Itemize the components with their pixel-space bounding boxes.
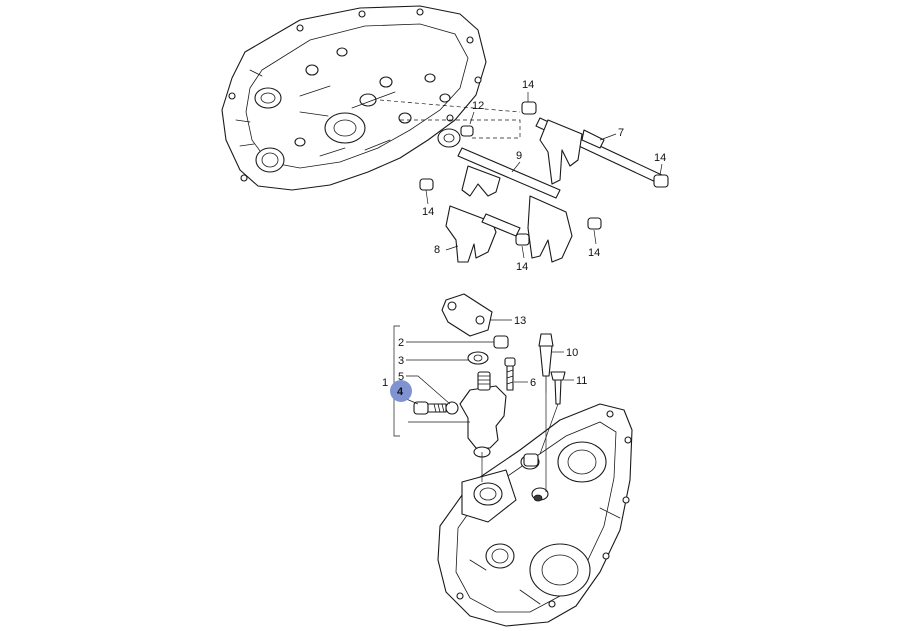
callout-1: 1 [382, 377, 388, 389]
plug [413, 401, 429, 415]
callout-7: 7 [618, 127, 624, 139]
callout-14: 14 [588, 247, 600, 259]
callout-14: 14 [654, 152, 666, 164]
cap [493, 335, 509, 349]
callout-labels: 14 7 12 9 14 14 8 14 14 13 2 3 5 1 6 10 … [382, 79, 666, 402]
callout-6: 6 [530, 377, 536, 389]
seal-ring [445, 401, 459, 415]
bushing [515, 233, 530, 246]
selector-housing [459, 385, 507, 449]
bushing [587, 217, 602, 230]
callout-4[interactable]: 4 [397, 386, 404, 398]
callout-4-highlight[interactable] [390, 380, 412, 402]
callout-9: 9 [516, 150, 522, 162]
transmission-housing-top [221, 5, 487, 191]
callout-14: 14 [516, 261, 528, 273]
callout-5: 5 [398, 371, 404, 383]
bracket [441, 293, 493, 337]
gearbox-housing-bottom [437, 403, 633, 627]
leader-lines [396, 92, 663, 423]
callout-13: 13 [514, 315, 526, 327]
shift-rails-and-forks [379, 99, 669, 263]
callout-8: 8 [434, 244, 440, 256]
callout-14: 14 [522, 79, 534, 91]
shift-pin [538, 333, 554, 347]
bolt [504, 357, 516, 367]
bushing [653, 174, 669, 188]
callout-11: 11 [576, 375, 587, 387]
locating-pin [550, 371, 566, 381]
washer [467, 351, 489, 365]
bushing [419, 178, 434, 191]
callout-2: 2 [398, 337, 404, 349]
callout-10: 10 [566, 347, 578, 359]
bushing [521, 101, 537, 115]
callout-12: 12 [472, 100, 484, 112]
gear-selector-assembly [393, 293, 566, 502]
callout-14: 14 [422, 206, 434, 218]
callout-3: 3 [398, 355, 404, 367]
